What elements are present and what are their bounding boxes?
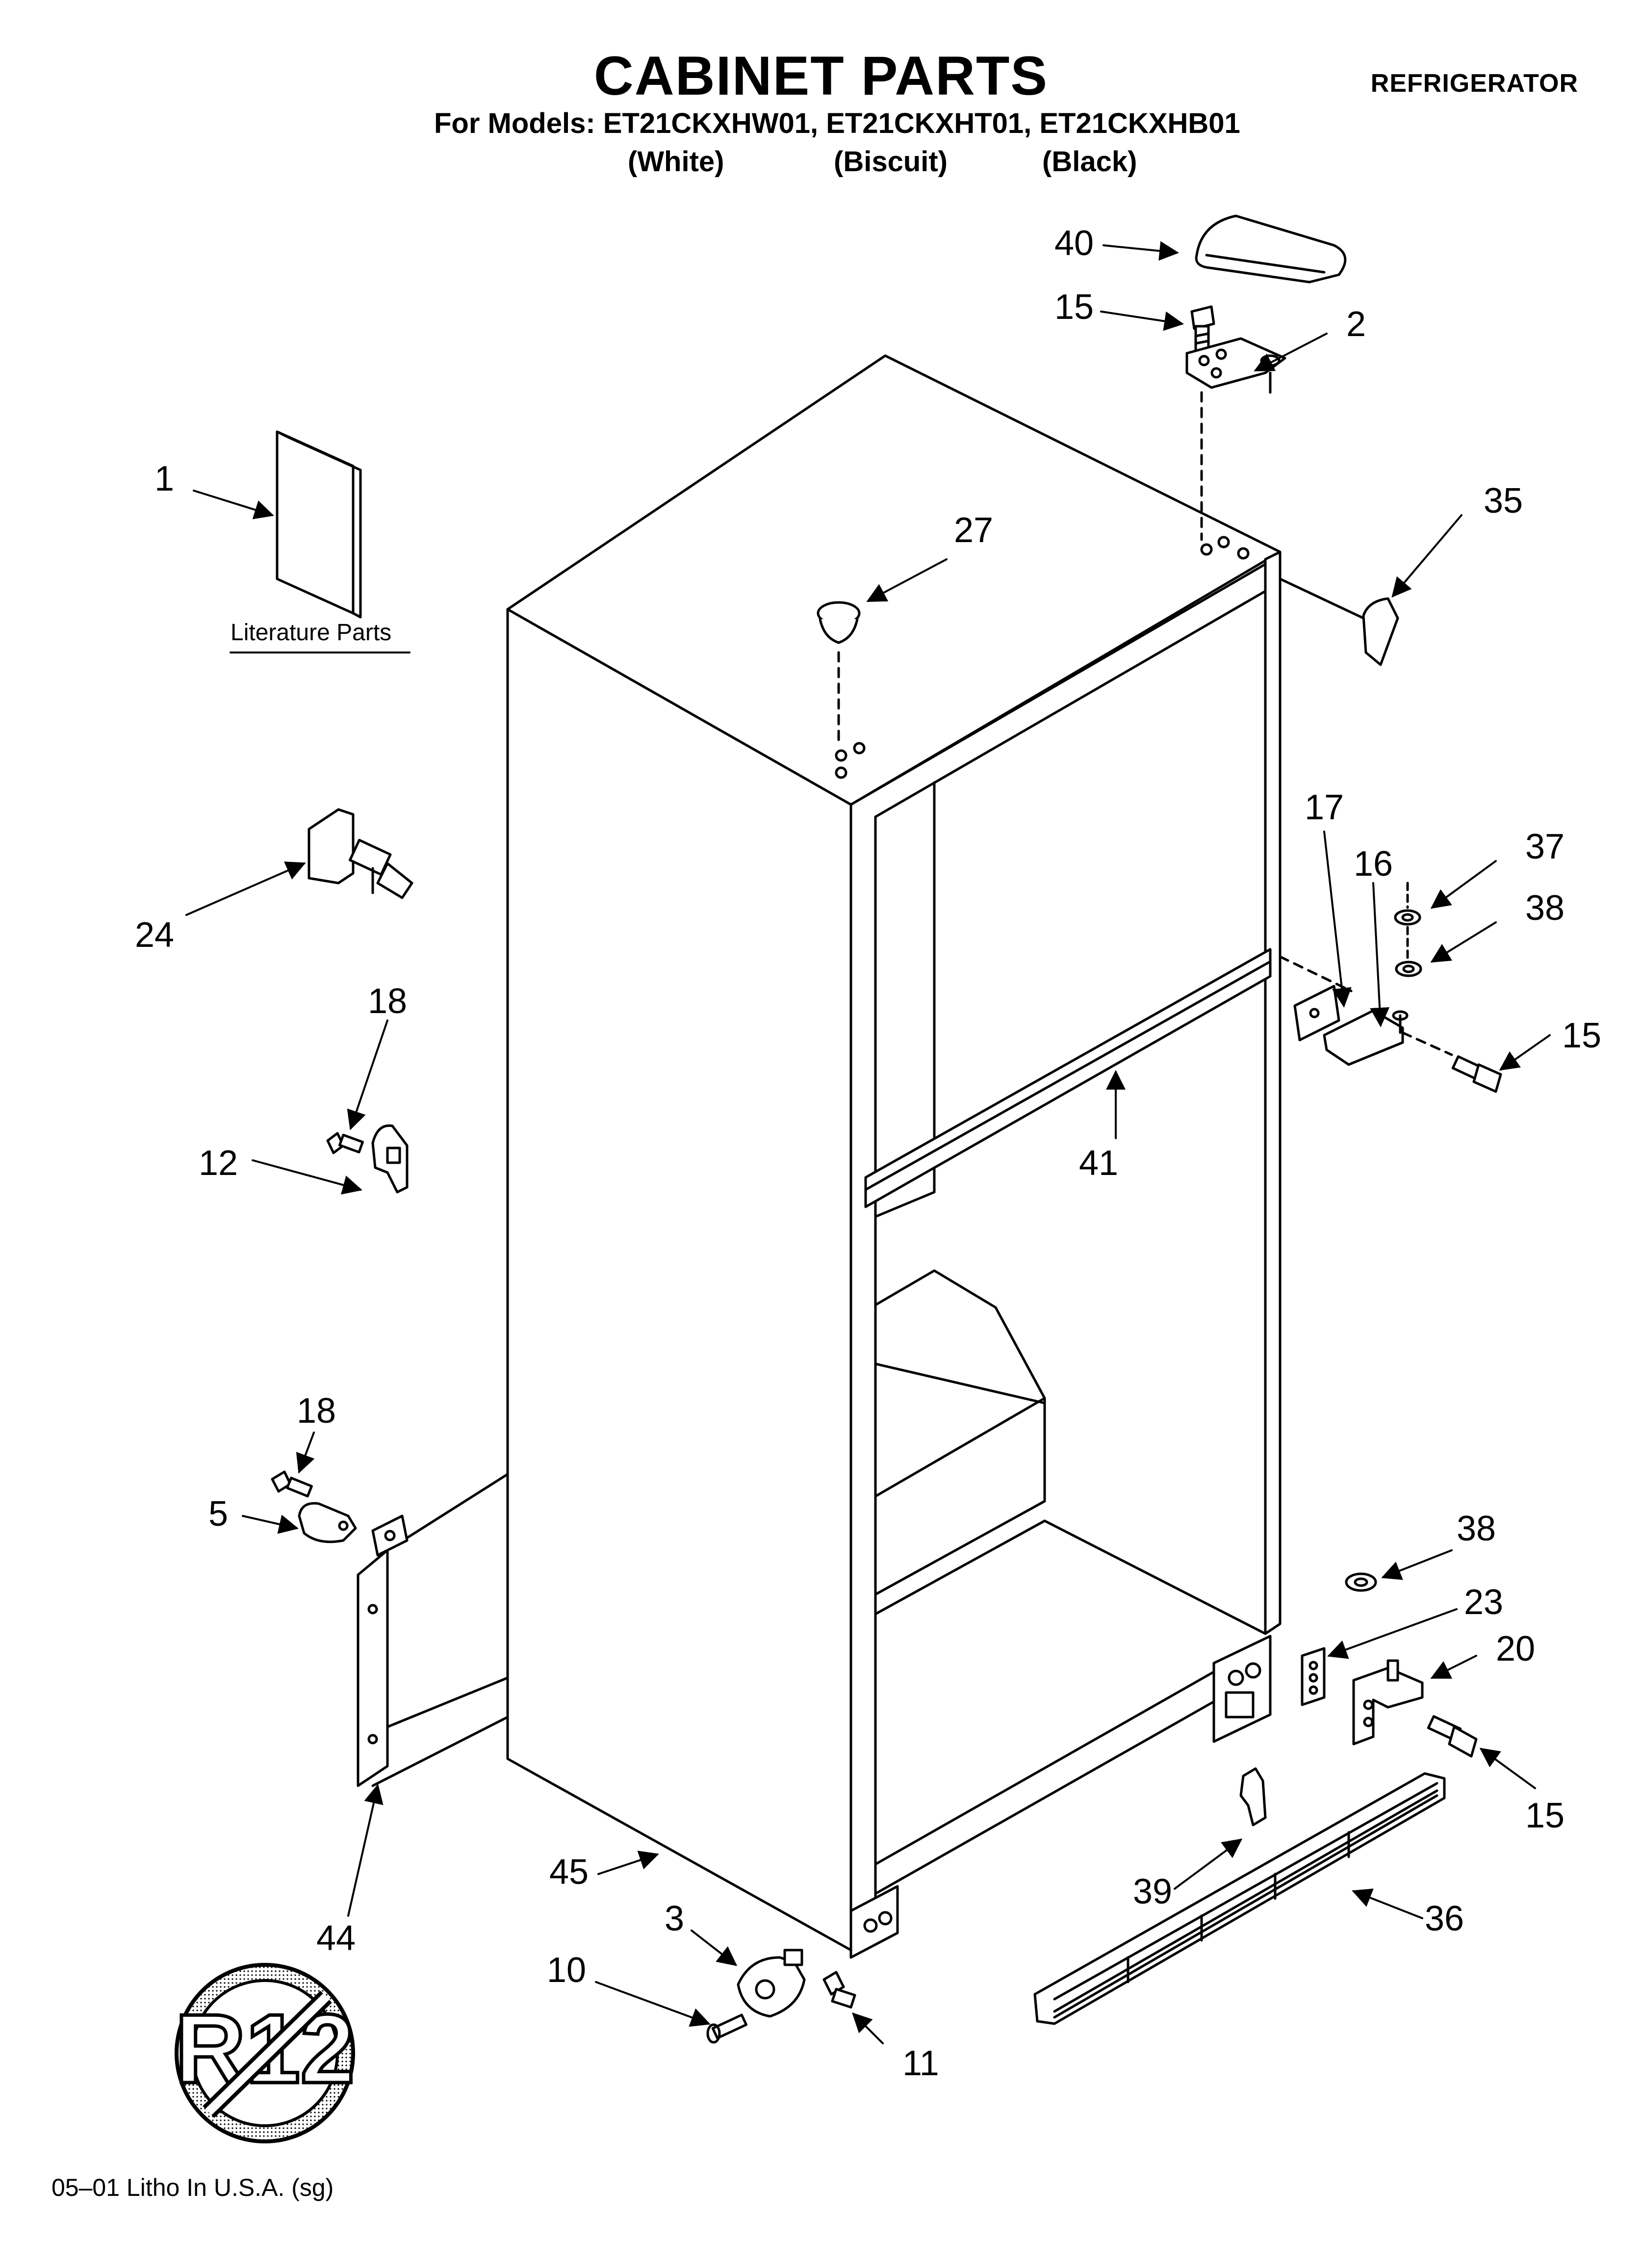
- part-10-axle-pin: [706, 2013, 748, 2044]
- color-white: (White): [628, 146, 724, 178]
- callout-44: 44: [316, 1919, 356, 1958]
- part-37-washer: [1394, 882, 1421, 926]
- callout-2: 2: [1346, 305, 1366, 344]
- cabinet-body: [506, 354, 1282, 1959]
- part-11-screw: [822, 1971, 856, 2009]
- footer-print-line: 05–01 Litho In U.S.A. (sg): [51, 2174, 334, 2201]
- color-biscuit: (Biscuit): [834, 146, 948, 178]
- callout-10: 10: [547, 1951, 586, 1990]
- callout-20: 20: [1496, 1629, 1535, 1668]
- part-36-toe-grille: [1033, 1772, 1446, 2025]
- no-r12-symbol: R12: [173, 1963, 357, 2143]
- callout-18-lower: 18: [297, 1391, 336, 1431]
- category-label: REFRIGERATOR: [1370, 69, 1578, 98]
- color-black: (Black): [1042, 146, 1137, 178]
- callout-23: 23: [1464, 1583, 1503, 1622]
- callout-18-upper: 18: [368, 982, 407, 1021]
- callout-35: 35: [1484, 481, 1523, 521]
- part-20-bottom-hinge: [1352, 1659, 1424, 1746]
- callout-5: 5: [208, 1494, 228, 1534]
- callout-38-lower: 38: [1457, 1509, 1496, 1548]
- part-23-hinge-shim-lower: [1301, 1647, 1326, 1706]
- part-2-top-hinge: [1185, 337, 1286, 541]
- callout-36: 36: [1425, 1899, 1464, 1938]
- callout-numbers: 40 15 2 1 27 35 24 17 16 37 38 15 18 12 …: [135, 224, 1601, 2083]
- callout-24: 24: [135, 915, 174, 955]
- callout-17: 17: [1305, 788, 1344, 827]
- part-15-screw-lower: [1427, 1715, 1478, 1758]
- part-27-plug-button: [817, 601, 861, 742]
- callout-11: 11: [902, 2044, 939, 2083]
- callout-12: 12: [199, 1144, 238, 1183]
- part-3-roller: [737, 1949, 806, 2018]
- part-39-grille-clip: [1239, 1767, 1267, 1826]
- part-40-hinge-cover: [1195, 214, 1347, 284]
- callout-37: 37: [1525, 827, 1565, 866]
- part-38-washer-upper: [1395, 926, 1422, 977]
- part-5-clamp: [298, 1502, 357, 1543]
- callout-15-top: 15: [1054, 287, 1094, 327]
- callout-15-lower: 15: [1525, 1796, 1565, 1835]
- callout-3: 3: [665, 1899, 684, 1938]
- callout-1: 1: [154, 459, 174, 498]
- literature-parts-label: Literature Parts: [231, 620, 392, 646]
- part-38-washer-lower: [1345, 1572, 1377, 1592]
- part-1-literature-booklet: [230, 430, 410, 653]
- part-35-hinge-cap: [1279, 577, 1399, 666]
- leader-arrows: [185, 241, 1551, 2044]
- part-44-side-panel: [357, 1473, 509, 1787]
- callout-38-upper: 38: [1525, 888, 1565, 928]
- part-18-screw-upper: [326, 1132, 364, 1154]
- callout-40: 40: [1054, 224, 1094, 263]
- callout-41: 41: [1079, 1144, 1118, 1183]
- callout-45: 45: [549, 1852, 589, 1892]
- part-24-leveling-leg: [308, 808, 413, 899]
- part-12-door-stop: [371, 1124, 409, 1194]
- part-18-screw-lower: [271, 1470, 313, 1498]
- part-17-hinge-shim: [1293, 985, 1340, 1042]
- callout-39: 39: [1133, 1872, 1172, 1911]
- callout-16: 16: [1354, 844, 1393, 884]
- page-title: CABINET PARTS: [593, 45, 1049, 106]
- part-15-screw-middle: [1451, 1055, 1502, 1093]
- callout-27: 27: [954, 511, 993, 550]
- models-line: For Models: ET21CKXHW01, ET21CKXHT01, ET…: [434, 107, 1240, 139]
- callout-15-middle: 15: [1562, 1016, 1601, 1055]
